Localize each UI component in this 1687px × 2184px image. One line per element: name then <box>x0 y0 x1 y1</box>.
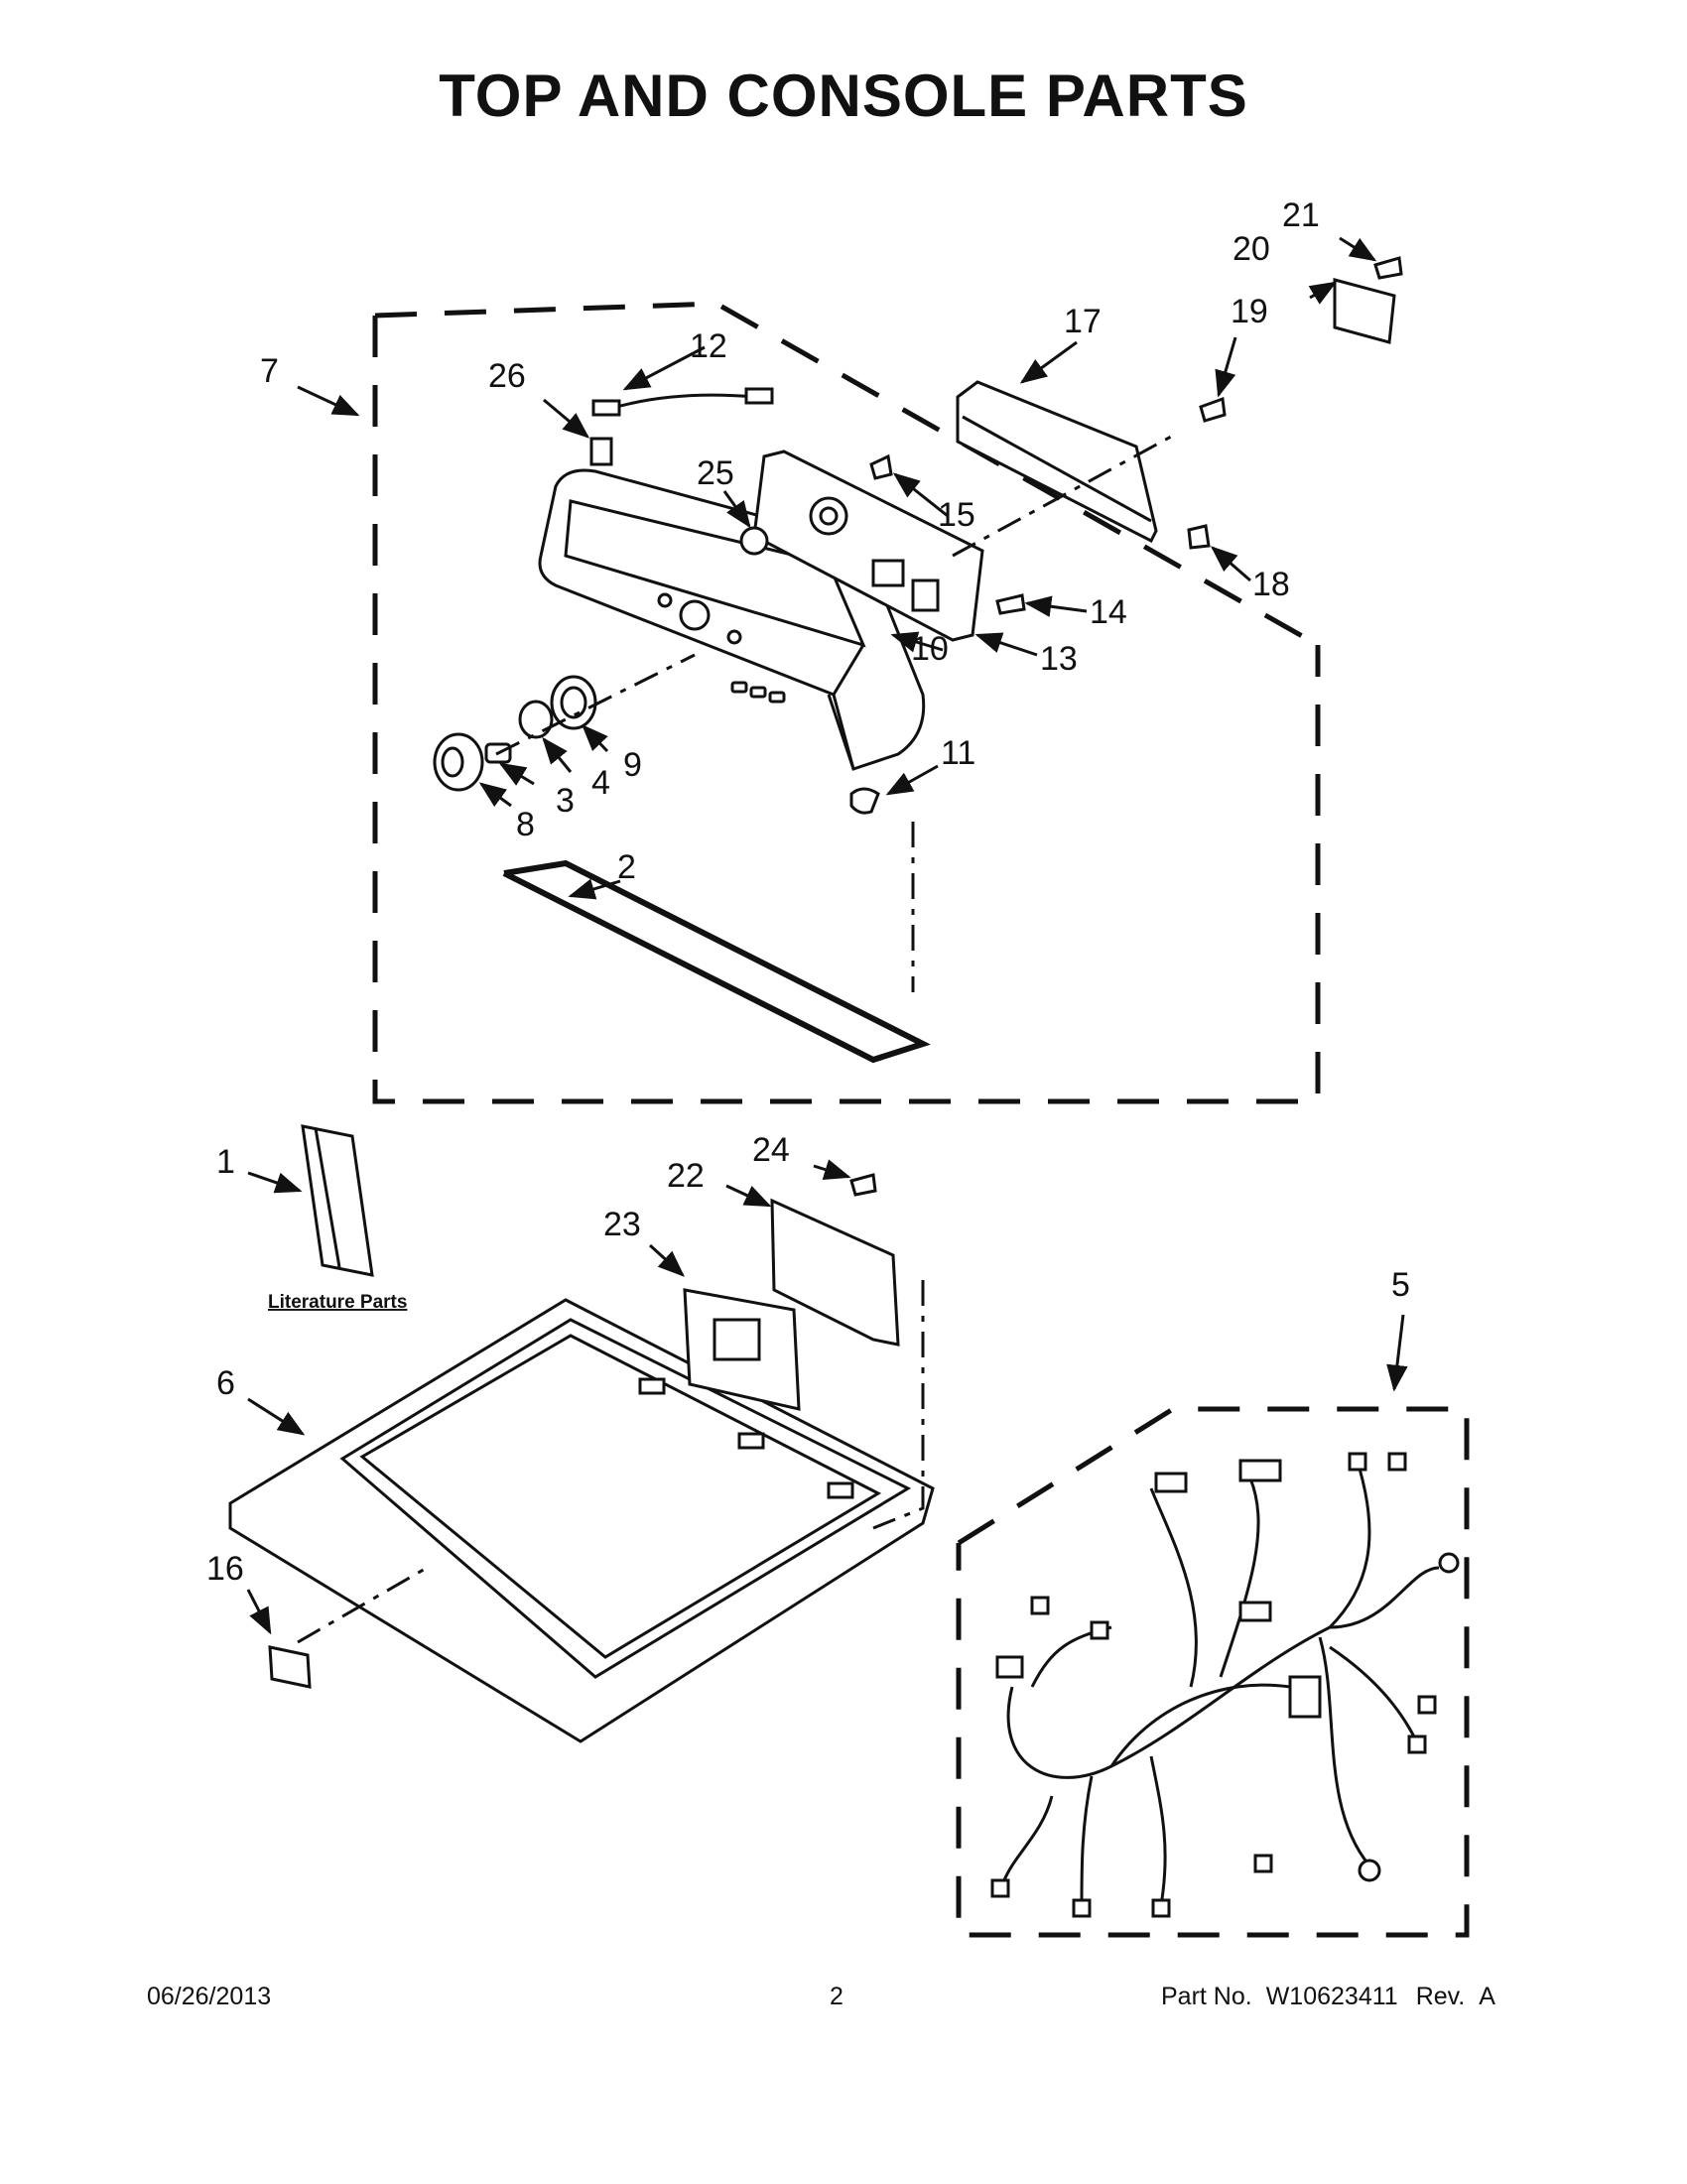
badge-part-16 <box>268 1645 312 1689</box>
callout-3: 3 <box>556 782 575 820</box>
wire-harness-part-5 <box>1000 1468 1440 1906</box>
callout-12: 12 <box>690 327 727 365</box>
switch-part-23 <box>683 1288 801 1411</box>
page-title: TOP AND CONSOLE PARTS <box>439 63 1248 129</box>
callout-17: 17 <box>1064 303 1102 340</box>
bracket-part-22 <box>770 1198 900 1347</box>
callout-22: 22 <box>667 1157 705 1195</box>
knob-axis-line <box>495 653 696 756</box>
screw-part-21 <box>1373 256 1403 280</box>
callout-5: 5 <box>1391 1266 1410 1304</box>
footer-part-number: Part No. W10623411 Rev. A <box>1161 1983 1495 2011</box>
callout-labels: 7 12 26 25 15 17 19 20 21 18 14 13 10 9 … <box>206 196 1410 1588</box>
rev-value: A <box>1479 1983 1495 2010</box>
callout-20: 20 <box>1233 230 1270 268</box>
clip-part-11 <box>849 787 880 815</box>
clip-part-26 <box>589 437 613 466</box>
clip-part-18 <box>1187 524 1211 550</box>
screw-part-14 <box>995 593 1026 615</box>
literature-parts-label: Literature Parts <box>268 1292 407 1313</box>
seal-part-2 <box>502 859 931 1064</box>
literature-part-1 <box>301 1124 374 1277</box>
callout-10: 10 <box>911 630 949 668</box>
knob-part-25 <box>739 526 769 556</box>
callout-9: 9 <box>623 746 642 784</box>
screw-part-19 <box>1199 396 1227 423</box>
part-number: W10623411 <box>1265 1983 1398 2010</box>
leader-arrows <box>246 236 1408 1635</box>
footer-date: 06/26/2013 <box>147 1983 272 2010</box>
callout-18: 18 <box>1252 566 1290 603</box>
callout-4: 4 <box>591 764 610 802</box>
callout-24: 24 <box>752 1131 790 1169</box>
footer-page-number: 2 <box>830 1983 844 2010</box>
callout-23: 23 <box>603 1206 641 1243</box>
part-label: Part No. <box>1161 1983 1252 2010</box>
harness-connectors <box>990 1452 1460 1918</box>
console-housing-part-17 <box>956 380 1158 544</box>
harness-group-boundary <box>956 1406 1470 1938</box>
callout-8: 8 <box>516 806 535 843</box>
screw-part-24 <box>849 1173 877 1197</box>
callout-19: 19 <box>1231 293 1268 330</box>
knob-assembly <box>433 675 597 792</box>
callout-14: 14 <box>1090 593 1127 631</box>
control-board <box>752 450 984 642</box>
callout-2: 2 <box>617 848 636 886</box>
knob-ring-part-4 <box>518 700 554 739</box>
clip-part-15 <box>869 453 893 480</box>
callout-11: 11 <box>941 734 975 772</box>
top-panel-part-6 <box>228 1298 935 1743</box>
callout-6: 6 <box>216 1364 235 1402</box>
callout-7: 7 <box>260 352 279 390</box>
callout-26: 26 <box>488 357 526 395</box>
rev-label: Rev. <box>1415 1983 1466 2010</box>
callout-1: 1 <box>216 1143 235 1181</box>
small-hardware <box>589 256 1403 815</box>
console-group-boundary <box>372 301 1321 1104</box>
callout-13: 13 <box>1040 640 1078 678</box>
callout-15: 15 <box>938 496 975 534</box>
callout-25: 25 <box>697 454 734 492</box>
wire-harness-part-12 <box>599 393 755 414</box>
callout-16: 16 <box>206 1550 244 1588</box>
bracket-part-20 <box>1333 278 1396 344</box>
callout-21: 21 <box>1282 196 1320 234</box>
